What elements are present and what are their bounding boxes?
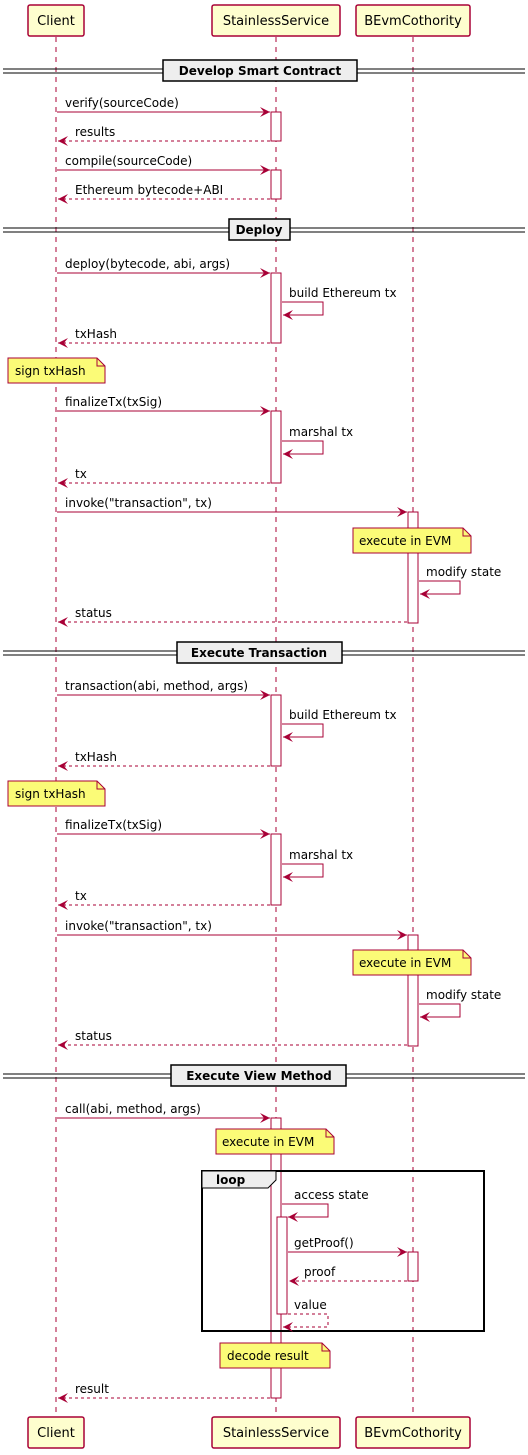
note-label: sign txHash — [15, 364, 86, 378]
participant-client-bottom: Client — [27, 1416, 85, 1449]
note-label: decode result — [227, 1349, 309, 1363]
note-execute-in-evm: execute in EVM — [215, 1128, 335, 1155]
self-message-arrow — [282, 440, 324, 459]
divider-label: Execute View Method — [186, 1069, 332, 1083]
message-label: build Ethereum tx — [289, 708, 397, 722]
message-label: modify state — [426, 565, 501, 579]
participant-client-top: Client — [27, 4, 85, 37]
activation-bar — [270, 272, 282, 344]
note-sign-txhash: sign txHash — [7, 357, 106, 384]
note-decode-result: decode result — [219, 1342, 331, 1369]
divider-deploy: Deploy — [3, 218, 525, 241]
note-execute-in-evm: execute in EVM — [352, 527, 472, 554]
activation-bar — [270, 169, 282, 200]
message-label: build Ethereum tx — [289, 286, 397, 300]
participant-cothority-top: BEvmCothority — [355, 4, 471, 37]
activation-bar — [270, 111, 282, 142]
message-label: txHash — [75, 327, 117, 341]
message-label: proof — [304, 1265, 336, 1279]
divider-label: Execute Transaction — [191, 646, 327, 660]
message-label: marshal tx — [289, 425, 353, 439]
activation-bar — [270, 410, 282, 484]
self-message-arrow — [282, 1203, 329, 1222]
divider-label: Develop Smart Contract — [179, 64, 342, 78]
participant-cothority-bottom: BEvmCothority — [355, 1416, 471, 1449]
activation-bar — [407, 1251, 419, 1282]
self-message-arrow — [419, 580, 461, 599]
message-label: txHash — [75, 750, 117, 764]
loop-label: loop — [216, 1173, 246, 1187]
self-message-arrow — [282, 723, 324, 742]
note-sign-txhash: sign txHash — [7, 780, 106, 807]
divider-label: Deploy — [236, 223, 283, 237]
participant-label: BEvmCothority — [364, 14, 462, 29]
message-label: verify(sourceCode) — [65, 96, 179, 110]
message-label: deploy(bytecode, abi, args) — [65, 257, 230, 271]
message-label: invoke("transaction", tx) — [65, 919, 212, 933]
divider-execute-view: Execute View Method — [3, 1064, 525, 1087]
message-label: status — [75, 1029, 112, 1043]
note-label: execute in EVM — [222, 1135, 314, 1149]
participant-service-top: StainlessService — [211, 4, 341, 37]
message-label: value — [294, 1298, 327, 1312]
divider-develop: Develop Smart Contract — [3, 59, 525, 82]
participant-label: Client — [37, 14, 75, 29]
activation-bar — [407, 934, 419, 1047]
note-label: execute in EVM — [359, 956, 451, 970]
message-label: getProof() — [294, 1236, 354, 1250]
message-label: marshal tx — [289, 848, 353, 862]
note-label: execute in EVM — [359, 534, 451, 548]
activation-bar — [270, 833, 282, 906]
note-execute-in-evm: execute in EVM — [352, 949, 472, 976]
note-label: sign txHash — [15, 787, 86, 801]
message-label: status — [75, 606, 112, 620]
activation-bar — [270, 694, 282, 767]
message-label: compile(sourceCode) — [65, 154, 192, 168]
message-label: results — [75, 125, 115, 139]
message-label: modify state — [426, 988, 501, 1002]
participant-label: Client — [37, 1426, 75, 1441]
activation-bar — [407, 511, 419, 624]
message-label: access state — [294, 1188, 369, 1202]
participant-label: StainlessService — [223, 1426, 329, 1441]
activation-bar — [276, 1216, 288, 1315]
message-label: transaction(abi, method, args) — [65, 679, 248, 693]
message-label: Ethereum bytecode+ABI — [75, 183, 223, 197]
participant-label: StainlessService — [223, 14, 329, 29]
self-return-arrow — [283, 1313, 329, 1332]
loop-frame: loop — [201, 1170, 485, 1332]
message-label: call(abi, method, args) — [65, 1102, 201, 1116]
message-label: finalizeTx(txSig) — [65, 395, 162, 409]
message-label: finalizeTx(txSig) — [65, 818, 162, 832]
self-message-arrow — [282, 863, 324, 882]
participant-label: BEvmCothority — [364, 1426, 462, 1441]
participant-service-bottom: StainlessService — [211, 1416, 341, 1449]
message-label: result — [75, 1382, 109, 1396]
self-message-arrow — [282, 301, 324, 320]
divider-execute-transaction: Execute Transaction — [3, 641, 525, 664]
message-label: tx — [75, 889, 87, 903]
message-label: tx — [75, 467, 87, 481]
message-label: invoke("transaction", tx) — [65, 496, 212, 510]
self-message-arrow — [419, 1003, 461, 1022]
